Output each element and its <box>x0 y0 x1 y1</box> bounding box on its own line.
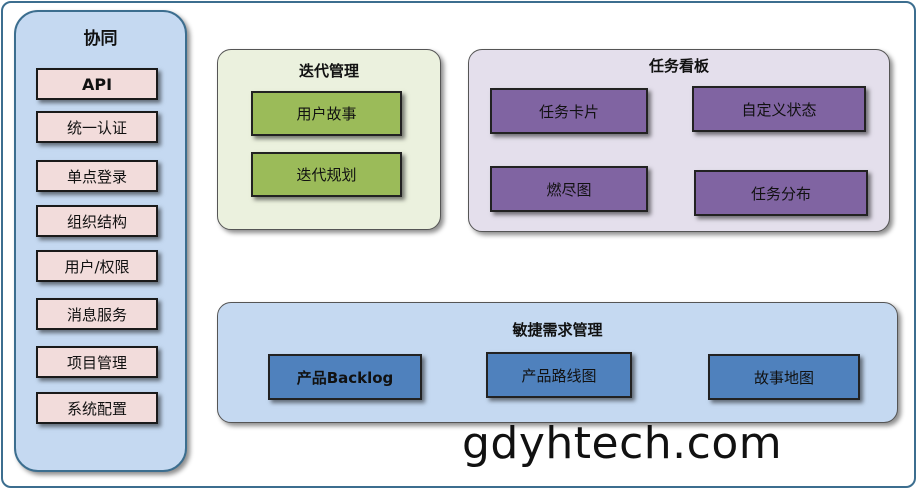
iteration-item-iteration-planning: 迭代规划 <box>251 152 402 197</box>
collab-item-api: API <box>36 68 158 100</box>
collab-item-unified-auth: 统一认证 <box>36 111 158 143</box>
taskboard-item-task-distribution: 任务分布 <box>694 170 868 216</box>
collab-item-user-permission: 用户/权限 <box>36 250 158 282</box>
agile-item-product-roadmap: 产品路线图 <box>486 352 632 398</box>
iteration-title: 迭代管理 <box>298 62 359 80</box>
collab-item-sso: 单点登录 <box>36 160 158 192</box>
agile-item-story-map: 故事地图 <box>708 354 860 400</box>
taskboard-title: 任务看板 <box>648 57 709 75</box>
iteration-panel: 迭代管理 <box>217 49 441 230</box>
taskboard-item-burndown: 燃尽图 <box>490 166 648 212</box>
collab-item-org-structure: 组织结构 <box>36 205 158 237</box>
collab-item-system-config: 系统配置 <box>36 392 158 424</box>
collab-item-project-management: 项目管理 <box>36 346 158 378</box>
agile-item-product-backlog: 产品Backlog <box>268 354 422 400</box>
agile-title: 敏捷需求管理 <box>512 321 603 339</box>
taskboard-item-custom-status: 自定义状态 <box>692 86 866 132</box>
watermark-text: gdyhtech.com <box>462 418 783 469</box>
iteration-item-user-story: 用户故事 <box>251 91 402 136</box>
collab-title: 协同 <box>83 29 118 49</box>
taskboard-item-task-card: 任务卡片 <box>490 88 648 134</box>
collab-item-message-service: 消息服务 <box>36 298 158 330</box>
